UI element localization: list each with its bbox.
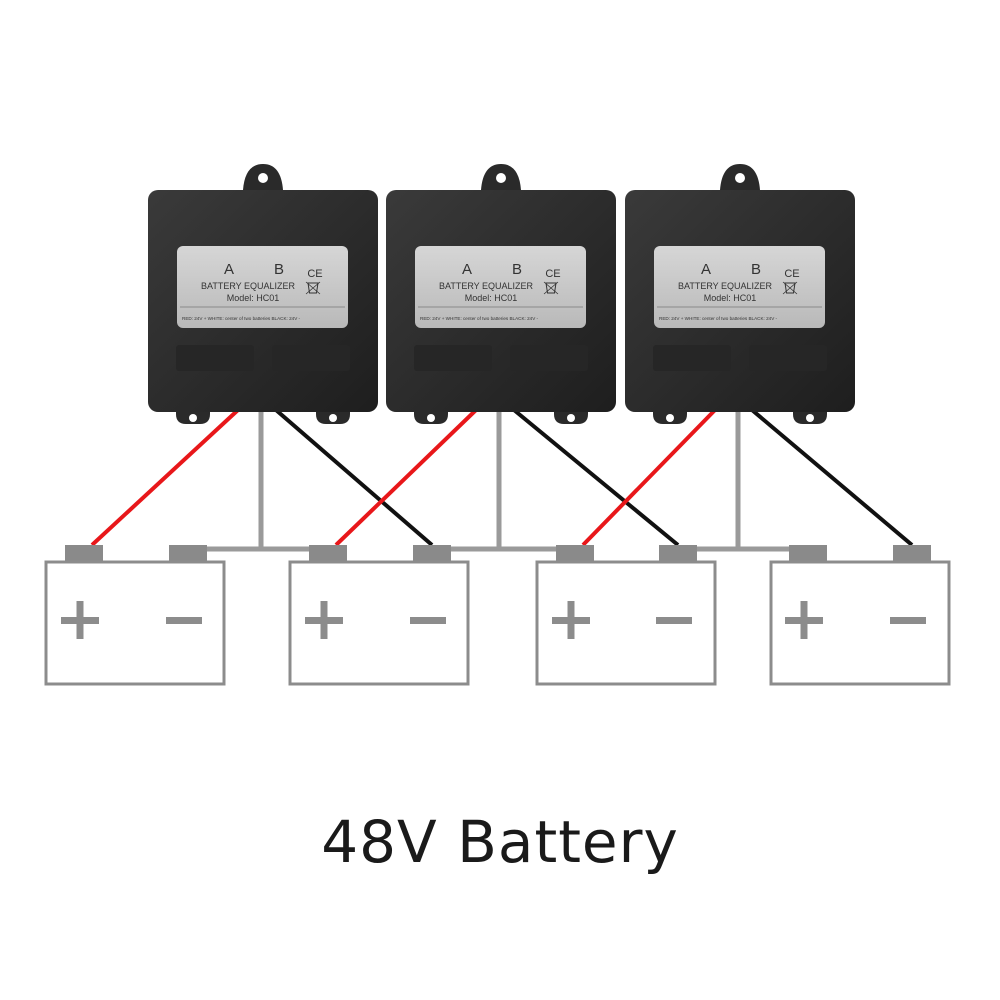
- red-wire: [581, 408, 717, 547]
- plus-sign: [800, 601, 808, 639]
- negative-terminal: [659, 545, 697, 563]
- ce-mark: CE: [784, 268, 799, 280]
- foot-hole: [427, 414, 435, 422]
- red-wire: [334, 408, 478, 547]
- mounting-hole: [735, 173, 745, 183]
- foot-hole: [806, 414, 814, 422]
- minus-sign: [890, 617, 926, 624]
- terminal-b-label: B: [274, 261, 284, 278]
- weee-cross: [305, 281, 321, 295]
- minus-sign: [166, 617, 202, 624]
- negative-terminal: [413, 545, 451, 563]
- terminal-b-label: B: [512, 261, 522, 278]
- terminal-a-label: A: [701, 261, 711, 278]
- weee-cross: [782, 281, 798, 295]
- weee-bin-icon: [307, 282, 319, 294]
- wiring-note: RED: 24V + WHITE: center of two batterie…: [182, 316, 301, 321]
- equalizer-title: BATTERY EQUALIZER: [201, 281, 296, 291]
- mounting-hole: [258, 173, 268, 183]
- battery-3: +−: [535, 545, 717, 686]
- recess: [176, 345, 254, 371]
- wires: [90, 408, 914, 552]
- label-plate: [177, 246, 348, 328]
- battery-1: +−: [44, 545, 226, 686]
- foot-hole: [189, 414, 197, 422]
- caption: 48V Battery: [321, 808, 679, 876]
- recess: [749, 345, 827, 371]
- ce-mark: CE: [307, 268, 322, 280]
- equalizer-title: BATTERY EQUALIZER: [678, 281, 773, 291]
- plus-sign: [567, 601, 575, 639]
- negative-terminal: [893, 545, 931, 563]
- battery-4: +−: [769, 545, 951, 686]
- negative-terminal: [169, 545, 207, 563]
- terminal-b-label: B: [751, 261, 761, 278]
- positive-terminal: [789, 545, 827, 563]
- positive-terminal: [309, 545, 347, 563]
- equalizer-model: Model: HC01: [465, 293, 518, 303]
- recess: [510, 345, 588, 371]
- positive-terminal: [65, 545, 103, 563]
- label-plate: [654, 246, 825, 328]
- recess: [414, 345, 492, 371]
- minus-sign: [410, 617, 446, 624]
- label-plate: [415, 246, 586, 328]
- terminal-a-label: A: [224, 261, 234, 278]
- weee-cross: [543, 281, 559, 295]
- batteries: +− +− +− +−: [44, 545, 951, 686]
- black-wire: [512, 408, 680, 547]
- plus-sign: [76, 601, 84, 639]
- recess: [653, 345, 731, 371]
- wiring-note: RED: 24V + WHITE: center of two batterie…: [420, 316, 539, 321]
- terminal-a-label: A: [462, 261, 472, 278]
- weee-bin-icon: [784, 282, 796, 294]
- mounting-hole: [496, 173, 506, 183]
- recess: [272, 345, 350, 371]
- black-wire: [274, 408, 434, 547]
- ce-mark: CE: [545, 268, 560, 280]
- plus-sign: [320, 601, 328, 639]
- weee-bin-icon: [545, 282, 557, 294]
- foot-hole: [666, 414, 674, 422]
- battery-2: +−: [288, 545, 470, 686]
- equalizer-model: Model: HC01: [704, 293, 757, 303]
- black-wire: [750, 408, 914, 547]
- minus-sign: [656, 617, 692, 624]
- wiring-note: RED: 24V + WHITE: center of two batterie…: [659, 316, 778, 321]
- equalizer-title: BATTERY EQUALIZER: [439, 281, 534, 291]
- foot-hole: [567, 414, 575, 422]
- equalizer-model: Model: HC01: [227, 293, 280, 303]
- positive-terminal: [556, 545, 594, 563]
- foot-hole: [329, 414, 337, 422]
- red-wire: [90, 408, 240, 547]
